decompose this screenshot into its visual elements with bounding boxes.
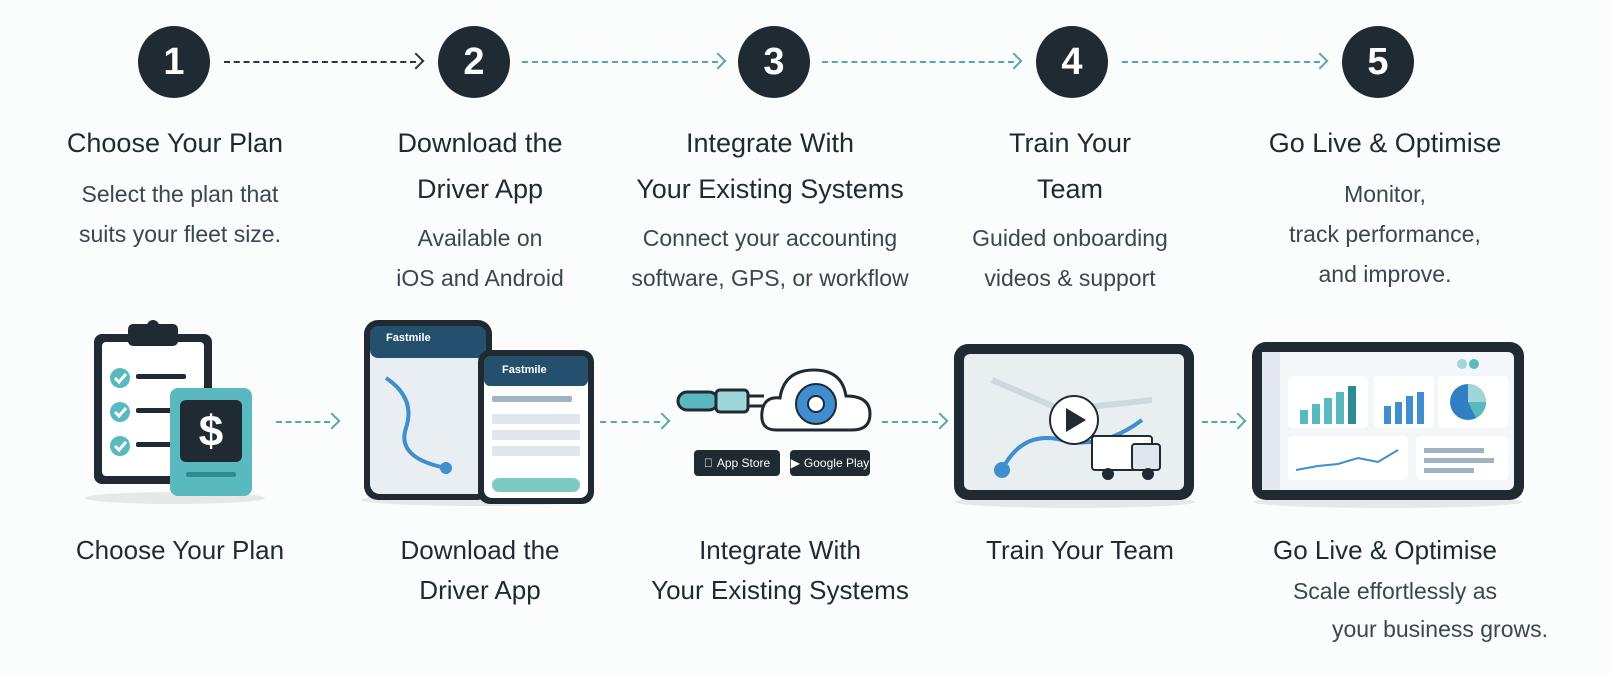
step-5-bottom-title: Go Live & Optimise [1273, 535, 1497, 565]
connector-3-4 [822, 61, 1014, 63]
play-video-icon [1049, 395, 1099, 445]
arrow-right-icon [1005, 52, 1023, 70]
training-illustration [952, 340, 1198, 510]
dashboard-illustration [1248, 340, 1528, 510]
step-1-bottom-title: Choose Your Plan [75, 535, 285, 565]
step-4-bottom-title: Train Your Team [986, 535, 1174, 565]
connector-illus-2-3 [600, 421, 660, 423]
step-4-number: 4 [1036, 26, 1108, 98]
plan-illustration: $ [80, 316, 270, 506]
arrow-right-icon [653, 412, 671, 430]
connector-4-5 [1122, 61, 1320, 63]
play-store-icon: ▶ [790, 456, 800, 470]
step-5-description: Monitor,track performance,and improve. [1289, 181, 1481, 287]
app-name: Fastmile [502, 364, 547, 376]
arrow-right-icon [1311, 52, 1329, 70]
step-5-bottom-description: Scale effortlessly as your business grow… [1292, 578, 1549, 642]
arrow-right-icon [323, 412, 341, 430]
app-name: Fastmile [386, 332, 431, 344]
arrow-right-icon [407, 52, 425, 70]
integration-illustration [676, 340, 886, 450]
clipboard-dollar-icon: $ [85, 320, 265, 504]
connector-2-3 [522, 61, 718, 63]
arrow-right-icon [1229, 412, 1247, 430]
plug-cloud-gear-icon [676, 368, 872, 432]
driver-app-illustration: Fastmile Fastmile [356, 318, 596, 508]
step-1-title: Choose Your Plan [66, 128, 284, 158]
step-3-number: 3 [738, 26, 810, 98]
step-1-number: 1 [138, 26, 210, 98]
step-5-title: Go Live & Optimise [1268, 128, 1502, 158]
cloud-gear-icon [760, 368, 872, 432]
tablet-video-icon [954, 344, 1195, 508]
arrow-right-icon [931, 412, 949, 430]
connector-illus-4-5 [1202, 421, 1236, 423]
svg-text:$: $ [199, 407, 223, 456]
plug-icon [676, 388, 764, 414]
connector-illus-3-4 [882, 421, 938, 423]
apple-icon:  [704, 456, 713, 470]
google-play-badge[interactable]: ▶Google Play [790, 450, 870, 476]
step-2-number: 2 [438, 26, 510, 98]
smartphone-map-icon [361, 320, 594, 506]
app-store-badge[interactable]: App Store [694, 450, 780, 476]
connector-1-2 [224, 61, 416, 63]
analytics-dashboard-icon [1252, 342, 1524, 508]
step-5-number: 5 [1342, 26, 1414, 98]
connector-illus-1-2 [276, 421, 330, 423]
arrow-right-icon [709, 52, 727, 70]
